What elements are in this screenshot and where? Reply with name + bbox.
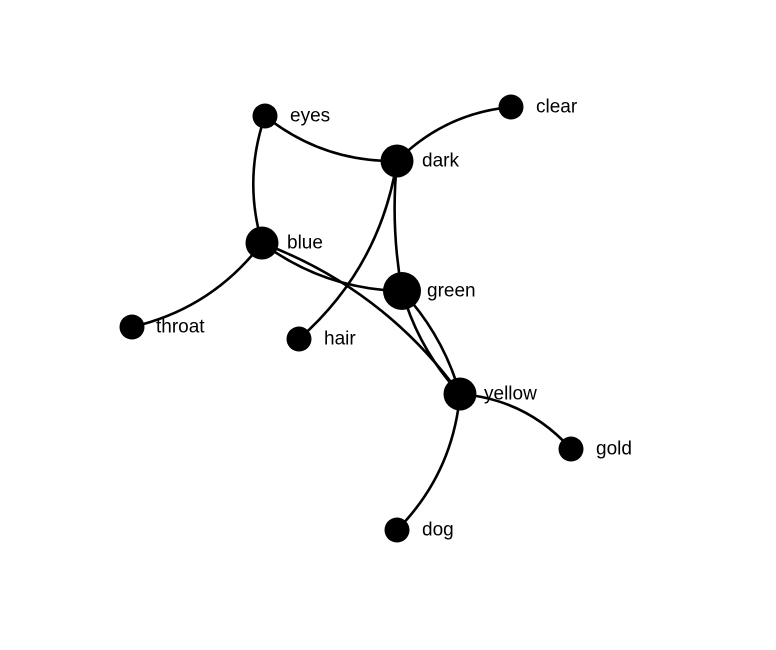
edge-yellow-dog — [395, 392, 462, 532]
node-dot-throat[interactable] — [119, 314, 145, 340]
node-dot-dark[interactable] — [380, 144, 414, 178]
node-dot-clear[interactable] — [498, 94, 524, 120]
node-label-clear: clear — [536, 97, 578, 118]
edge-eyes-dark — [263, 114, 399, 163]
node-hair[interactable]: hair — [286, 326, 357, 352]
node-eyes[interactable]: eyes — [252, 103, 331, 129]
node-label-gold: gold — [596, 439, 632, 460]
node-dark[interactable]: dark — [380, 144, 460, 178]
node-label-blue: blue — [287, 233, 323, 254]
nodes-layer: eyes clear dark blue green throat hair yellow go… — [119, 94, 632, 543]
edge-blue-throat — [130, 241, 264, 329]
node-label-throat: throat — [156, 317, 205, 338]
node-green[interactable]: green — [383, 272, 476, 310]
node-dot-green[interactable] — [383, 272, 421, 310]
node-label-dark: dark — [422, 151, 459, 172]
node-dot-dog[interactable] — [384, 517, 410, 543]
node-label-eyes: eyes — [290, 106, 330, 127]
node-dot-gold[interactable] — [558, 436, 584, 462]
node-label-dog: dog — [422, 520, 454, 541]
node-dog[interactable]: dog — [384, 517, 454, 543]
node-dot-yellow[interactable] — [443, 377, 477, 411]
node-label-yellow: yellow — [484, 384, 537, 405]
node-label-hair: hair — [324, 329, 356, 350]
node-dot-hair[interactable] — [286, 326, 312, 352]
node-gold[interactable]: gold — [558, 436, 632, 462]
node-dot-blue[interactable] — [245, 226, 279, 260]
node-blue[interactable]: blue — [245, 226, 323, 260]
node-label-green: green — [427, 281, 476, 302]
node-yellow[interactable]: yellow — [443, 377, 538, 411]
edge-dark-green — [393, 159, 404, 293]
node-throat[interactable]: throat — [119, 314, 206, 340]
edge-dark-hair — [297, 159, 399, 341]
node-dot-eyes[interactable] — [252, 103, 278, 129]
node-clear[interactable]: clear — [498, 94, 578, 120]
edge-eyes-blue — [252, 114, 267, 245]
